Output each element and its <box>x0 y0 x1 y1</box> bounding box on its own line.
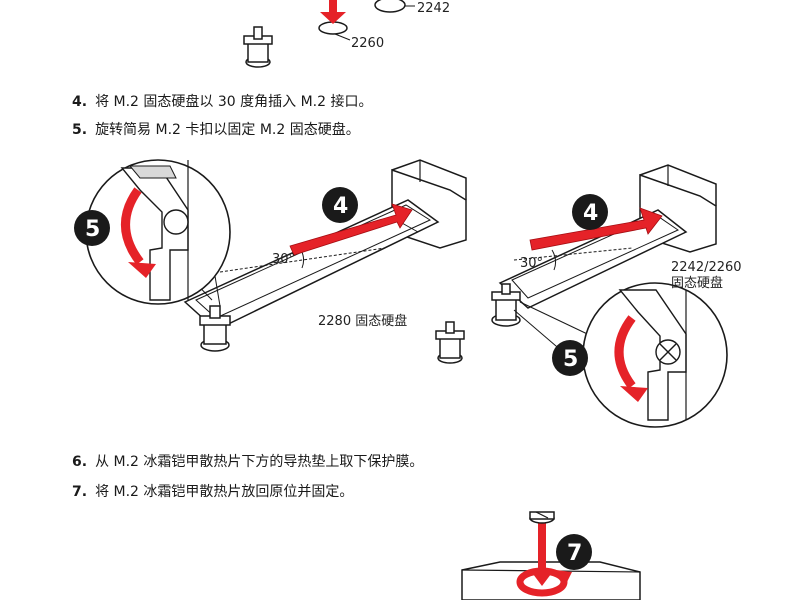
label-ssd-2280: 2280 固态硬盘 <box>318 314 408 329</box>
red-arrow-insert-left <box>289 203 413 256</box>
badge-step5-left-text: 5 <box>85 217 100 242</box>
step-7-text: 将 M.2 冰霜铠甲散热片放回原位并固定。 <box>95 484 354 500</box>
label-2242: 2242 <box>417 1 451 16</box>
leader-2260 <box>334 33 351 41</box>
badge-step7 <box>556 534 592 570</box>
zoom-circle-right <box>552 282 728 428</box>
step-5-number: 5. <box>72 122 88 138</box>
heatsink-diagram <box>461 511 641 600</box>
badge-step5-right <box>552 340 588 376</box>
loose-standoff-top <box>243 26 273 68</box>
step-6-number: 6. <box>72 454 88 470</box>
top-standoff-diagram <box>318 0 415 41</box>
screw-shaft <box>538 522 546 578</box>
badge-step4-left <box>322 187 358 223</box>
red-rotate-arrow-left <box>121 187 144 265</box>
step-4-number: 4. <box>72 94 88 110</box>
step-5: 5. 旋转简易 M.2 卡扣以固定 M.2 固态硬盘。 <box>72 121 360 139</box>
step-4: 4. 将 M.2 固态硬盘以 30 度角插入 M.2 接口。 <box>72 93 372 111</box>
loose-standoff-middle <box>435 321 465 364</box>
step-6-text: 从 M.2 冰霜铠甲散热片下方的导热垫上取下保护膜。 <box>95 454 424 470</box>
red-arrow-insert-right <box>529 207 663 251</box>
badge-step4-right-text: 4 <box>583 201 598 226</box>
step-7: 7. 将 M.2 冰霜铠甲散热片放回原位并固定。 <box>72 483 353 501</box>
badge-step4-left-text: 4 <box>333 194 348 219</box>
target-ring-2242 <box>374 0 406 13</box>
badge-step5-left <box>74 210 110 246</box>
label-ssd-2242-2260-size: 2242/2260 <box>671 260 742 275</box>
label-angle-left: 30° <box>272 252 296 267</box>
standoff-left <box>199 305 231 352</box>
ssd-2242-2260-diagram <box>491 164 717 371</box>
screw <box>529 511 555 524</box>
ssd-2280-diagram <box>183 159 467 364</box>
red-rotate-arrow-right <box>614 315 636 389</box>
step-6: 6. 从 M.2 冰霜铠甲散热片下方的导热垫上取下保护膜。 <box>72 453 423 471</box>
red-arrow-head-top <box>320 12 346 24</box>
step-4-text: 将 M.2 固态硬盘以 30 度角插入 M.2 接口。 <box>95 94 373 110</box>
label-angle-right: 30° <box>520 256 544 271</box>
badge-step4-right <box>572 194 608 230</box>
step-7-number: 7. <box>72 484 88 500</box>
zoom-circle-left <box>74 159 231 305</box>
label-ssd-2242-2260-type: 固态硬盘 <box>671 276 724 291</box>
standoff-right <box>491 283 521 327</box>
badge-step7-text: 7 <box>567 541 582 566</box>
badge-step5-right-text: 5 <box>563 347 578 372</box>
step-5-text: 旋转简易 M.2 卡扣以固定 M.2 固态硬盘。 <box>95 122 360 138</box>
red-arrow-shaft-top <box>329 0 337 14</box>
label-2260: 2260 <box>351 36 385 51</box>
